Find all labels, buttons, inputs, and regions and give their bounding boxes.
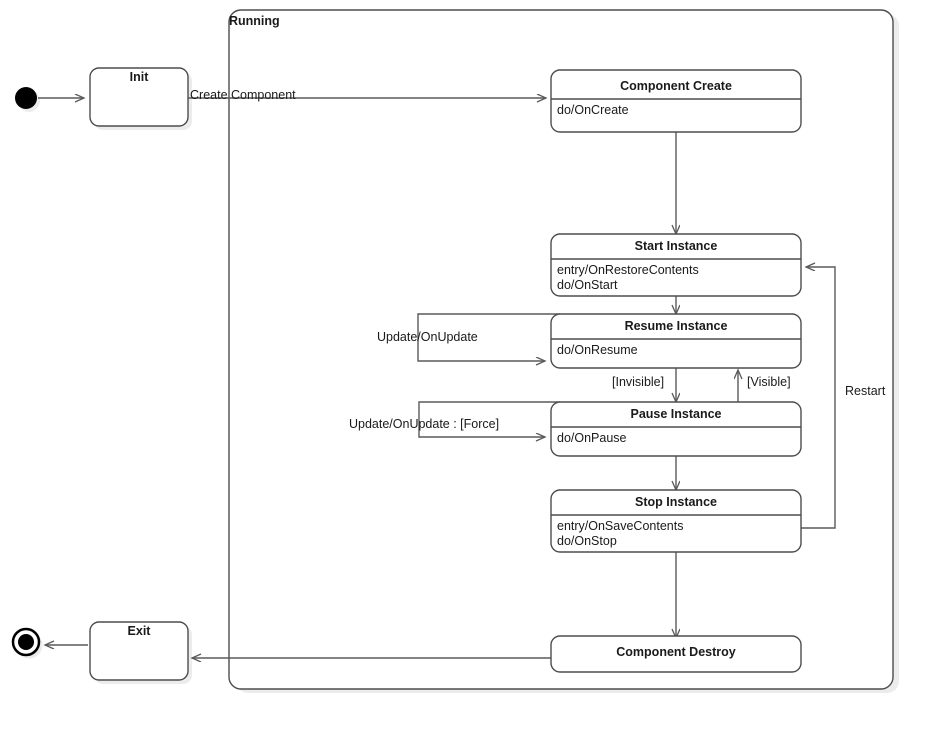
state-title-resume-instance: Resume Instance — [624, 319, 728, 333]
edge-label-update-on-update-force: Update/OnUpdate : [Force] — [349, 417, 500, 431]
state-body-start-instance-1: entry/OnRestoreContents — [557, 263, 699, 277]
state-component-destroy[interactable] — [550, 635, 802, 673]
edge-label-restart: Restart — [845, 384, 886, 398]
state-body-stop-instance-2: do/OnStop — [557, 534, 617, 548]
state-body-pause-instance-1: do/OnPause — [557, 431, 627, 445]
state-title-component-create: Component Create — [620, 79, 732, 93]
state-title-component-destroy: Component Destroy — [616, 645, 736, 659]
state-init[interactable] — [89, 67, 189, 127]
transition-pause-self-update-force[interactable] — [418, 401, 560, 437]
edge-label-update-on-update: Update/OnUpdate — [377, 330, 478, 344]
state-title-start-instance: Start Instance — [634, 239, 718, 253]
edge-label-invisible: [Invisible] — [612, 375, 665, 389]
final-state[interactable] — [11, 627, 41, 657]
state-body-resume-instance-1: do/OnResume — [557, 343, 638, 357]
state-resume-instance[interactable] — [550, 313, 802, 369]
state-title-init: Init — [129, 70, 149, 84]
edge-label-create-component: Create Component — [190, 88, 296, 102]
state-boxes — [89, 67, 802, 681]
state-pause-instance[interactable] — [550, 401, 802, 457]
edge-label-visible: [Visible] — [747, 375, 791, 389]
state-title-pause-instance: Pause Instance — [630, 407, 722, 421]
state-body-component-create-1: do/OnCreate — [557, 103, 629, 117]
state-body-start-instance-2: do/OnStart — [557, 278, 618, 292]
initial-state[interactable] — [15, 87, 37, 109]
state-title-exit: Exit — [127, 624, 151, 638]
state-stop-instance[interactable] — [550, 489, 802, 553]
transition-resume-self-update[interactable] — [417, 313, 560, 361]
transition-stop-to-start-restart[interactable] — [800, 267, 836, 529]
composite-state-label: Running — [229, 14, 280, 28]
state-exit[interactable] — [89, 621, 189, 681]
state-body-stop-instance-1: entry/OnSaveContents — [557, 519, 684, 533]
state-title-stop-instance: Stop Instance — [635, 495, 717, 509]
state-start-instance[interactable] — [550, 233, 802, 297]
transition-lines — [38, 98, 836, 658]
state-component-create[interactable] — [550, 69, 802, 133]
